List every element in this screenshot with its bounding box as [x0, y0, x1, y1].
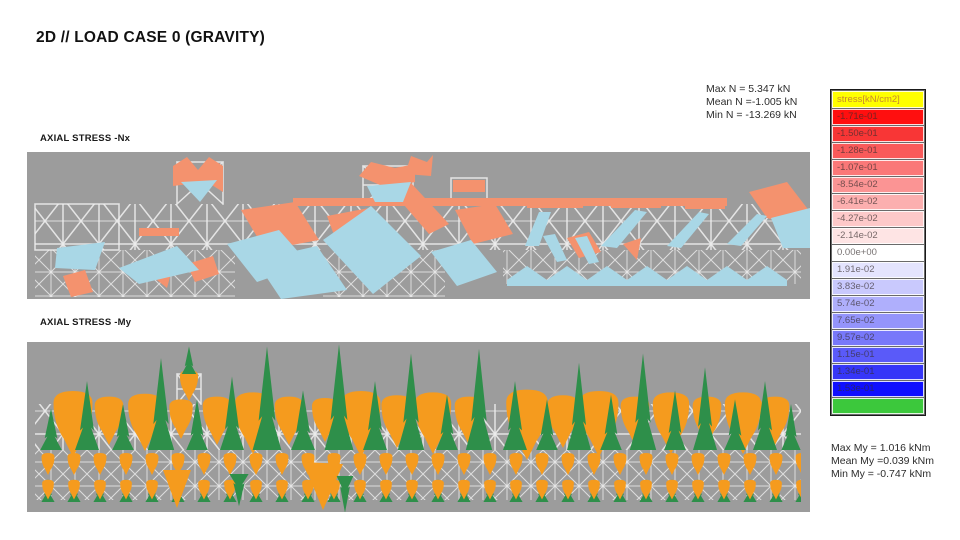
nx-stat-min: Min N = -13.269 kN	[706, 109, 797, 121]
nx-stress-diagram	[27, 152, 810, 299]
legend-row: 3.83e-02	[832, 279, 924, 295]
my-section-label: AXIAL STRESS -My	[40, 317, 132, 328]
legend-row: -8.54e-02	[832, 177, 924, 193]
my-stats: Max My = 1.016 kNm Mean My =0.039 kNm Mi…	[831, 442, 934, 481]
my-stat-max: Max My = 1.016 kNm	[831, 442, 931, 454]
legend-row: 1.15e-01	[832, 347, 924, 363]
legend-row: -1.28e-01	[832, 143, 924, 159]
legend: stress[kN/cm2] -1.71e-01-1.50e-01-1.28e-…	[830, 89, 926, 416]
legend-row: 1.91e-02	[832, 262, 924, 278]
nx-tension-patches	[55, 180, 810, 299]
my-bottom-moment-row	[35, 450, 801, 502]
legend-row: 7.65e-02	[832, 313, 924, 329]
legend-scale: -1.71e-01-1.50e-01-1.28e-01-1.07e-01-8.5…	[831, 109, 925, 414]
legend-row: -4.27e-02	[832, 211, 924, 227]
nx-stress-panel	[27, 152, 810, 299]
legend-row: 0.00e+00	[832, 245, 924, 261]
legend-row: -1.07e-01	[832, 160, 924, 176]
my-stat-mean: Mean My =0.039 kNm	[831, 455, 935, 467]
my-stress-diagram	[27, 342, 810, 512]
legend-row: -1.50e-01	[832, 126, 924, 142]
legend-title: stress[kN/cm2]	[832, 91, 924, 108]
nx-stat-max: Max N = 5.347 kN	[706, 83, 791, 95]
nx-stats: Max N = 5.347 kN Mean N =-1.005 kN Min N…	[706, 83, 797, 122]
page-title: 2D // LOAD CASE 0 (GRAVITY)	[36, 29, 266, 46]
legend-row	[832, 398, 924, 414]
legend-row: 1.53e-01	[832, 381, 924, 397]
legend-row: 9.57e-02	[832, 330, 924, 346]
legend-row: -2.14e-02	[832, 228, 924, 244]
legend-row: 5.74e-02	[832, 296, 924, 312]
my-stat-min: Min My = -0.747 kNm	[831, 468, 932, 480]
nx-section-label: AXIAL STRESS -Nx	[40, 133, 131, 144]
legend-row: -1.71e-01	[832, 109, 924, 125]
my-positive-moment-blobs	[53, 370, 790, 510]
legend-row: 1.34e-01	[832, 364, 924, 380]
nx-stat-mean: Mean N =-1.005 kN	[706, 96, 798, 108]
my-stress-panel	[27, 342, 810, 512]
legend-row: -6.41e-02	[832, 194, 924, 210]
